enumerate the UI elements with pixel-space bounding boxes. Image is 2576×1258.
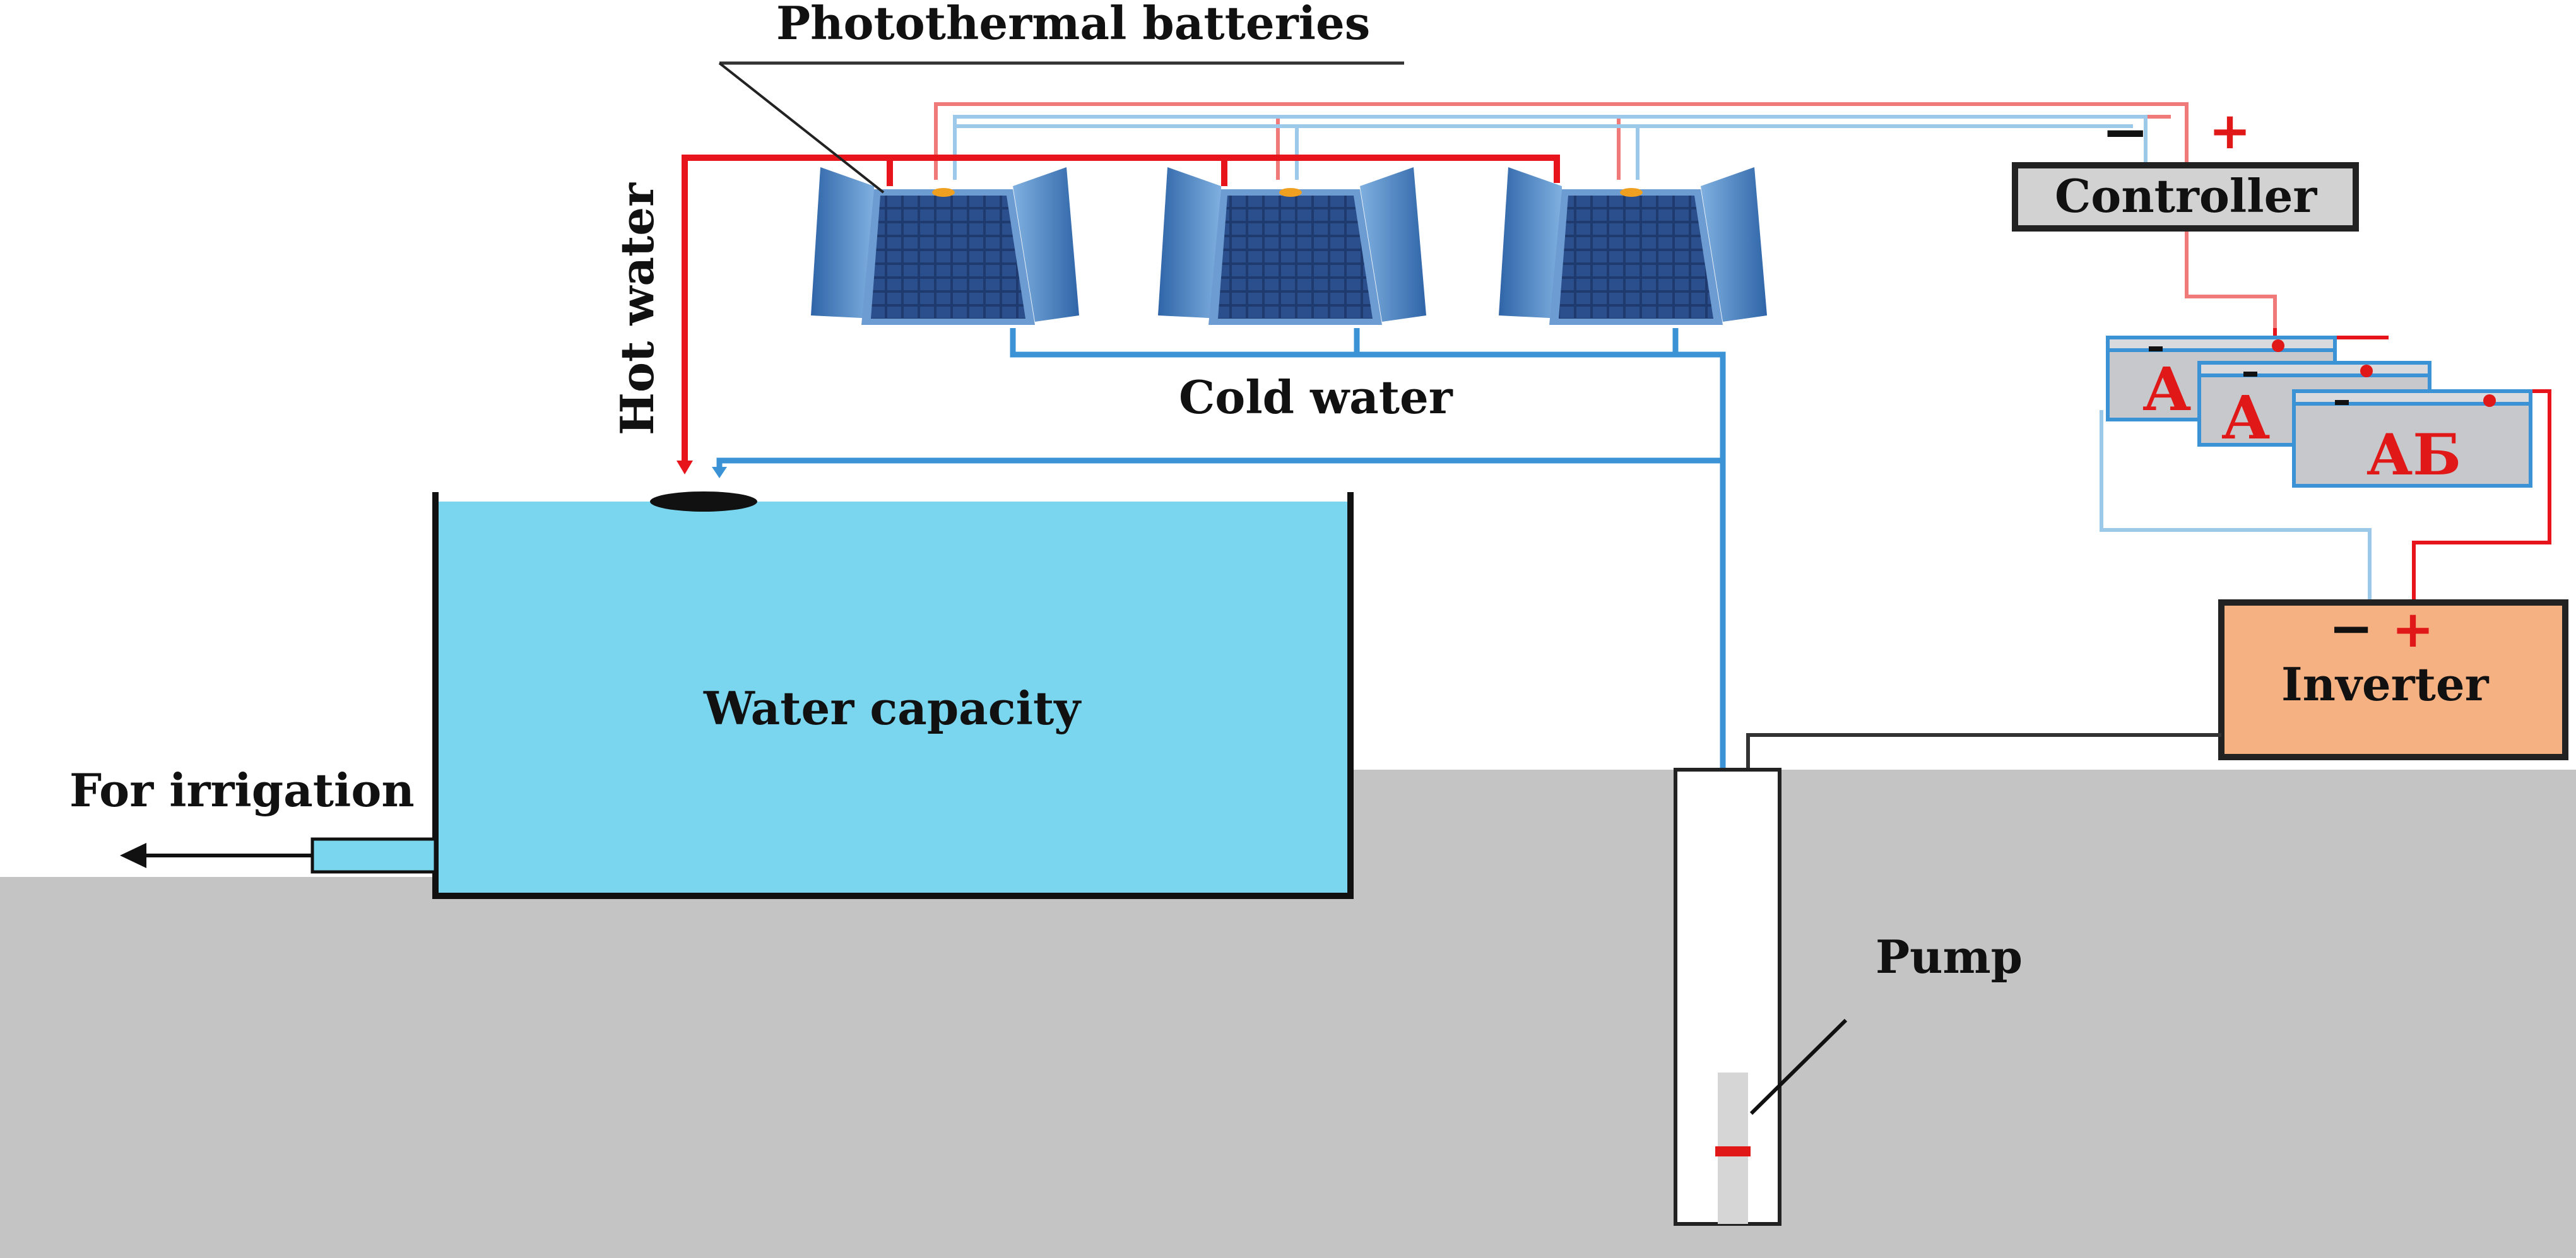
inverter-minus-sign: − — [2329, 597, 2373, 660]
controller-label: Controller — [2055, 169, 2317, 223]
tank-inlet — [650, 491, 757, 512]
photothermal-batteries-callout: Photothermal batteries — [718, 0, 1404, 194]
pump-label: Pump — [1876, 930, 2023, 984]
battery-3-mark: АБ — [2366, 421, 2461, 488]
photothermal-batteries-label: Photothermal batteries — [776, 0, 1370, 50]
inverter-label: Inverter — [2281, 657, 2490, 711]
solar-panel-1 — [811, 167, 1079, 325]
water-tank: Water capacity — [310, 491, 1354, 899]
solar-panel-3 — [1499, 167, 1767, 325]
hot-water-label: Hot water — [610, 182, 664, 435]
controller-plus-sign: + — [2209, 102, 2251, 160]
cold-water-label: Cold water — [1179, 370, 1453, 424]
pump-callout: Pump — [1749, 930, 2023, 1115]
well — [1674, 768, 1781, 1226]
battery-1-mark: А — [2142, 355, 2191, 425]
irrigation-callout: For irrigation — [69, 763, 415, 868]
battery-2-mark: А — [2221, 383, 2270, 453]
solar-panel-2 — [1158, 167, 1426, 325]
inverter-box: Inverter − + — [2218, 597, 2568, 760]
water-capacity-label: Water capacity — [703, 681, 1082, 735]
for-irrigation-label: For irrigation — [69, 763, 415, 817]
irrigation-outlet — [310, 837, 437, 874]
controller-minus-sign: − — [2101, 99, 2149, 165]
hot-water-pipe — [676, 155, 1560, 474]
battery-3: АБ — [2292, 389, 2532, 488]
battery-bank: А А АБ — [2106, 336, 2532, 488]
controller-box: Controller − + — [2012, 99, 2359, 232]
inverter-plus-sign: + — [2392, 600, 2434, 659]
pump-marker — [1715, 1146, 1751, 1156]
